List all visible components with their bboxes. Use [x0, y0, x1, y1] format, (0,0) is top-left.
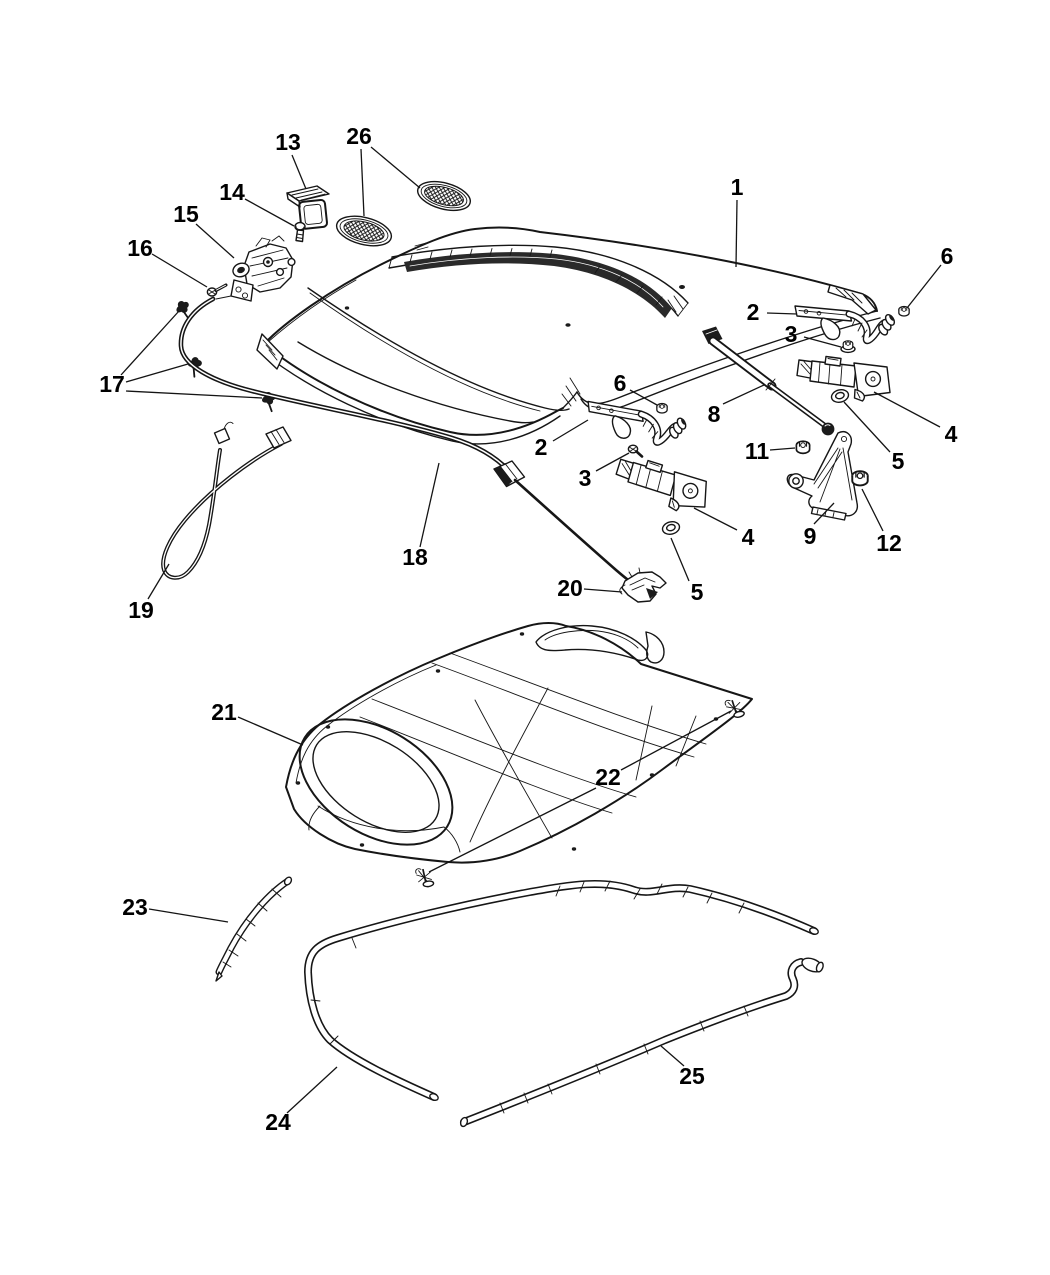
washer-nozzle-grille-a	[417, 180, 471, 212]
callout-leader-2-left-1	[552, 419, 589, 442]
callout-label-13: 13	[275, 129, 301, 155]
nut-11	[795, 440, 811, 455]
gas-strut-8	[702, 326, 835, 436]
callout-label-18: 18	[402, 544, 428, 570]
callout-leader-17-3	[125, 390, 263, 399]
callout-label-11: 11	[745, 438, 770, 464]
callout-label-26: 26	[346, 123, 372, 149]
strut-support-bracket-9	[786, 431, 859, 521]
callout-leader-11-1	[769, 447, 796, 451]
callout-leader-3-left-1	[595, 452, 630, 472]
callout-leader-6-left-1	[629, 389, 658, 406]
callout-leader-16-1	[151, 253, 208, 288]
callout-leader-26-1	[360, 148, 365, 217]
bracket-13	[286, 185, 330, 230]
callout-leader-23-1	[148, 908, 229, 923]
callout-label-19: 19	[128, 597, 154, 623]
callout-label-15: 15	[173, 201, 199, 227]
callout-leader-17-1	[120, 310, 180, 376]
callout-label-25: 25	[679, 1063, 705, 1089]
callout-label-1: 1	[731, 174, 744, 200]
callout-label-3-left: 3	[579, 465, 592, 491]
callout-leader-12-1	[861, 488, 884, 532]
hood-hinge-left	[585, 401, 692, 445]
callouts-layer: 1223344556689111213141516171819202122232…	[99, 123, 957, 1135]
washer-5-right	[829, 387, 851, 405]
callout-label-16: 16	[127, 235, 153, 261]
callout-leader-15-1	[195, 223, 235, 259]
callout-label-9: 9	[804, 523, 817, 549]
callout-label-2-right: 2	[747, 299, 760, 325]
hood-panel	[256, 226, 881, 445]
corner-seal-23	[215, 876, 293, 982]
callout-label-6-left: 6	[614, 370, 627, 396]
hinge-nut-6-left	[656, 402, 668, 414]
callout-label-4-left: 4	[742, 524, 755, 550]
callout-label-20: 20	[557, 575, 583, 601]
striker-assembly-4-left	[611, 454, 712, 517]
callout-leader-3-right-1	[803, 336, 842, 348]
nut-12	[851, 470, 869, 487]
callout-leader-25-1	[660, 1045, 685, 1067]
callout-leader-24-1	[286, 1066, 338, 1114]
callout-label-17: 17	[99, 371, 125, 397]
callout-leader-4-left-1	[693, 507, 738, 531]
callout-leader-13-1	[291, 154, 307, 190]
callout-label-6-right: 6	[941, 243, 954, 269]
callout-leader-26-2	[370, 146, 421, 189]
latch-release-handle-20	[619, 567, 667, 603]
hinge-nut-3-right	[840, 340, 856, 354]
callout-leader-21-1	[237, 716, 304, 746]
callout-leader-9-1	[813, 502, 835, 525]
callout-label-12: 12	[876, 530, 902, 556]
callout-label-8: 8	[708, 401, 721, 427]
screw-16	[206, 283, 228, 297]
callout-leader-19-1	[147, 563, 170, 600]
callout-label-24: 24	[265, 1109, 291, 1135]
callout-leader-8-1	[722, 384, 765, 405]
callout-label-23: 23	[122, 894, 148, 920]
hood-latch-15	[230, 235, 296, 302]
callout-leader-18-1	[419, 462, 440, 548]
callout-label-21: 21	[211, 699, 237, 725]
screw-14	[294, 221, 306, 243]
pad-clip-22-lower	[414, 866, 435, 889]
callout-leader-1-1	[735, 199, 738, 268]
washer-5-left	[660, 519, 682, 537]
callout-leader-22-1	[620, 710, 732, 771]
hood-vent	[388, 244, 689, 318]
hinge-screw-3-left	[627, 444, 644, 458]
callout-label-5-right: 5	[892, 448, 905, 474]
washer-nozzle-grille-b	[335, 215, 393, 247]
callout-leader-5-right-1	[843, 401, 891, 453]
callout-leader-5-left-1	[670, 537, 690, 582]
callout-label-2-left: 2	[535, 434, 548, 460]
callout-label-3-right: 3	[785, 321, 798, 347]
callout-leader-2-right-1	[766, 312, 798, 315]
callout-label-4-right: 4	[945, 421, 958, 447]
rear-seal-25	[459, 957, 824, 1128]
hood-release-cable-18	[178, 295, 634, 585]
callout-label-5-left: 5	[691, 579, 704, 605]
callout-leader-14-1	[244, 198, 295, 227]
callout-label-22: 22	[595, 764, 621, 790]
hood-hinge-right	[795, 306, 899, 341]
front-seal-24	[303, 879, 819, 1101]
callout-leader-4-right-1	[873, 391, 941, 428]
insulator-pad-21	[285, 622, 753, 864]
callout-label-14: 14	[219, 179, 245, 205]
secondary-release-cable-19	[161, 421, 292, 580]
callout-leader-20-1	[583, 588, 623, 593]
callout-leader-6-right-1	[906, 264, 942, 309]
callout-leader-22-2	[428, 787, 597, 873]
callout-leader-17-2	[125, 363, 189, 383]
